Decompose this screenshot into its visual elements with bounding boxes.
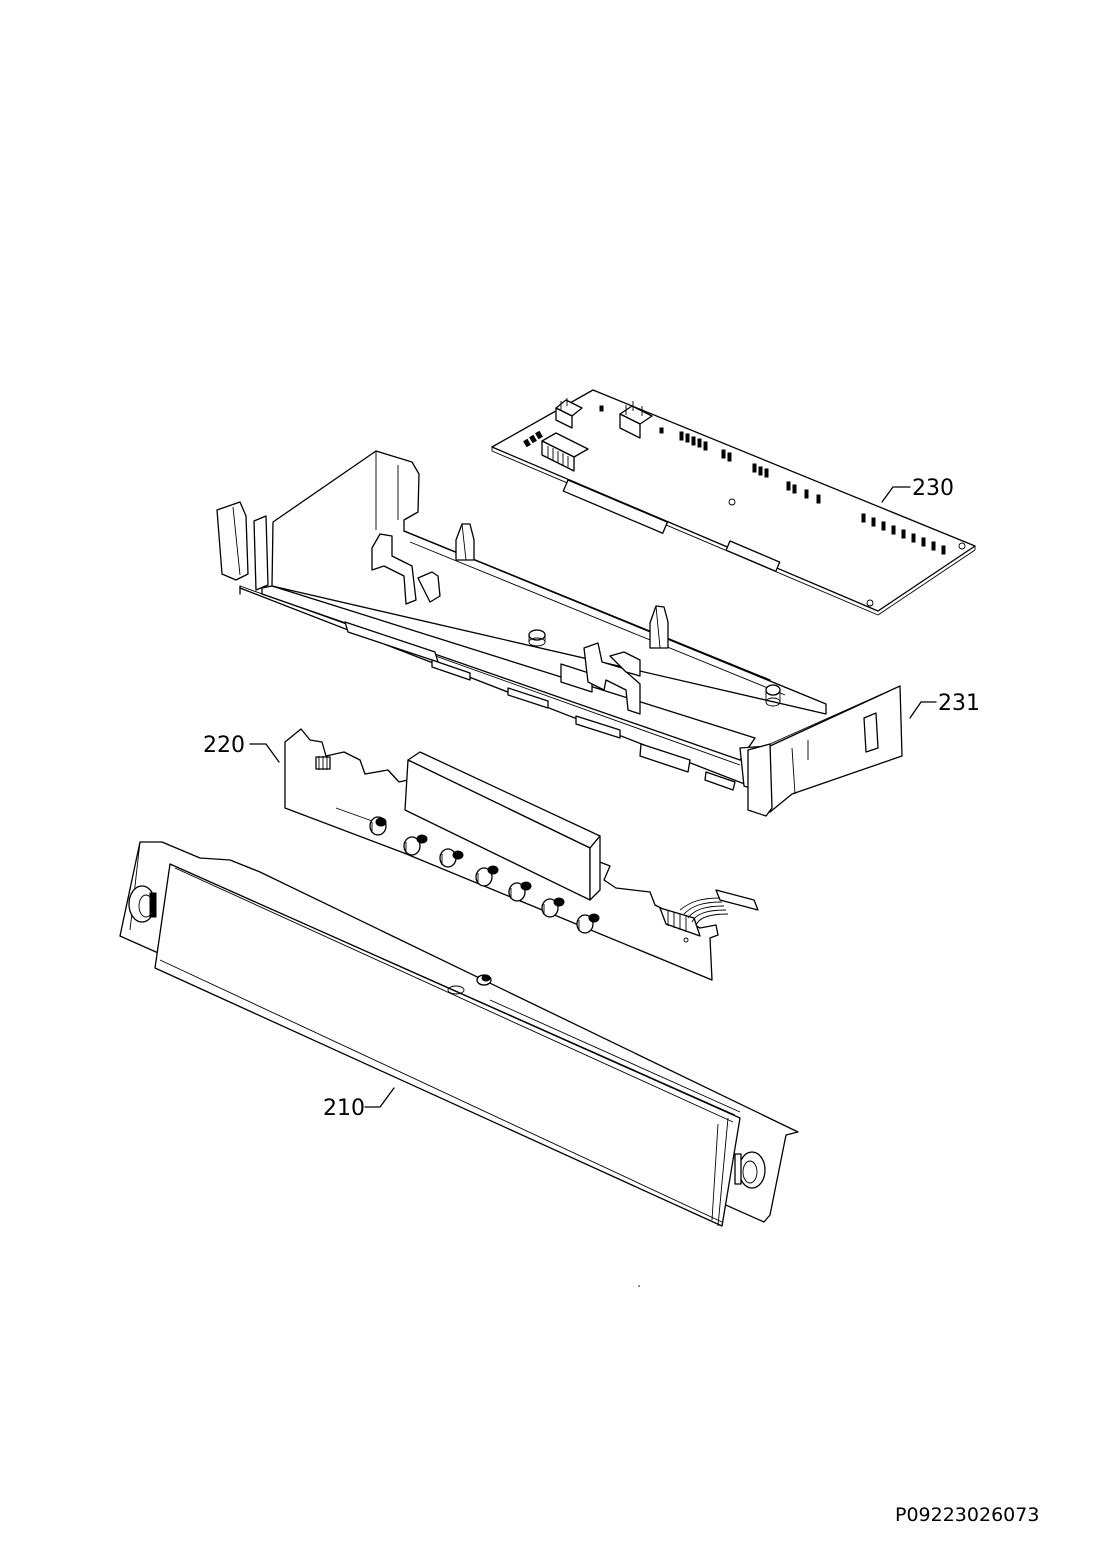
button-board-connector-right	[659, 907, 701, 943]
tact-buttons	[369, 816, 600, 934]
tact-button	[439, 848, 464, 868]
button-board-220	[284, 728, 759, 981]
label-210: 210	[323, 1096, 365, 1121]
tact-button	[403, 834, 428, 856]
pcb-connector-top-2	[619, 401, 653, 439]
callout-220: 220	[203, 733, 280, 763]
callout-210: 210	[323, 1087, 395, 1121]
tact-button	[369, 816, 387, 836]
callout-231: 231	[909, 691, 980, 719]
wire-harness	[679, 889, 759, 927]
pcb-connector-left	[541, 432, 589, 472]
callout-230: 230	[881, 476, 954, 503]
control-housing-231	[216, 450, 903, 817]
tact-button	[475, 865, 499, 887]
housing-boss-1	[528, 629, 546, 647]
pcb-components	[523, 405, 946, 555]
label-230: 230	[912, 476, 954, 501]
pcb-board-230	[491, 389, 976, 616]
housing-clip-1	[455, 523, 475, 561]
housing-boss-2	[765, 684, 781, 707]
label-231: 231	[938, 691, 980, 716]
housing-hook-1	[371, 533, 441, 605]
panel-endcap-left	[128, 885, 157, 923]
stray-dot	[638, 1285, 640, 1287]
control-panel-210	[119, 841, 799, 1227]
pcb-connector-top-1	[555, 398, 583, 429]
button-board-connector-left	[315, 756, 331, 770]
tact-button	[508, 881, 532, 902]
drawing-code: P09223026073	[895, 1504, 1039, 1526]
panel-endcap-right	[734, 1151, 766, 1189]
housing-hook-2	[583, 642, 641, 715]
tact-button	[541, 897, 565, 918]
label-220: 220	[203, 733, 245, 758]
housing-clip-2	[649, 605, 669, 649]
tact-button	[576, 913, 600, 934]
